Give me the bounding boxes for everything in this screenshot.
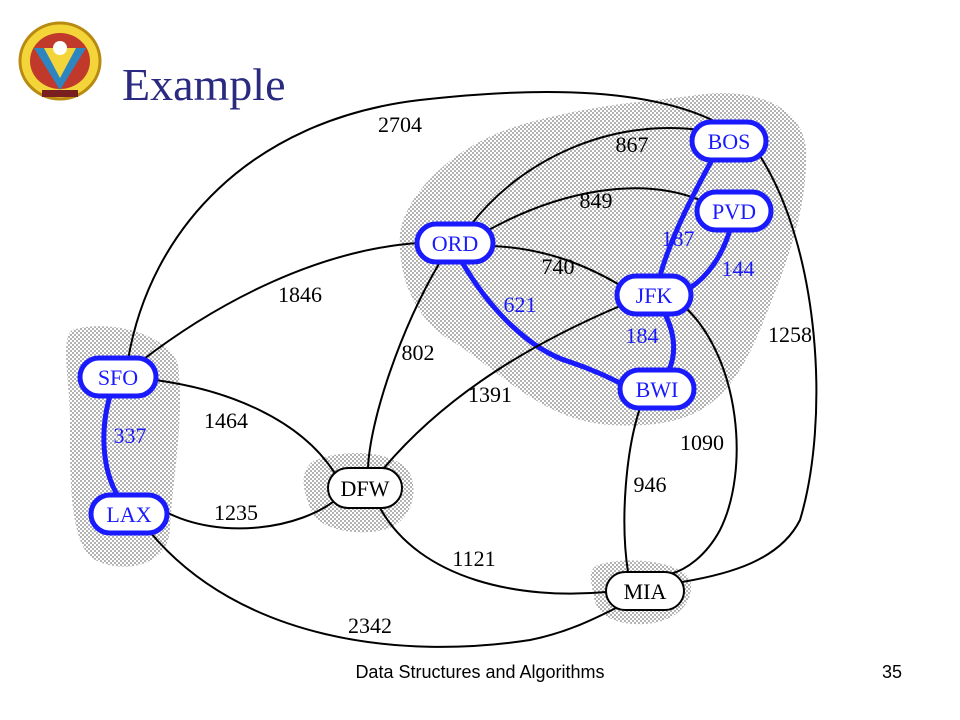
edge-weight-label: 1391 (468, 382, 512, 407)
node-pvd: PVD (694, 189, 774, 233)
node-label: PVD (712, 199, 756, 224)
edge-sfo-lax (101, 393, 121, 499)
node-lax: LAX (88, 492, 170, 536)
institution-logo (18, 21, 102, 101)
edge-weight-label: 2342 (348, 613, 392, 638)
edge-ord-pvd (484, 187, 701, 233)
edge-ord-bwi (459, 259, 625, 387)
node-sfo: SFO (77, 355, 159, 399)
node-shape (694, 189, 774, 233)
slide-footer: Data Structures and Algorithms (355, 662, 605, 682)
edge-sfo-ord (139, 242, 419, 363)
node-label: BWI (636, 377, 679, 402)
edge-weight-label: 1121 (452, 546, 495, 571)
edge-ord-jfk (491, 245, 619, 285)
edge-dfw-mia (379, 507, 607, 595)
edge-bos-jfk (657, 157, 715, 279)
edge-weight-label: 187 (662, 226, 695, 251)
edge-weight-label: 849 (580, 188, 613, 213)
node-label: BOS (708, 129, 751, 154)
edge-weight-label: 184 (626, 323, 659, 348)
edge-bos-mia (681, 155, 818, 583)
node-label: MIA (624, 579, 667, 604)
edge-lax-mia (149, 531, 621, 648)
edge-sfo-bos (127, 91, 721, 361)
node-label: JFK (636, 283, 673, 308)
edge-ord-bos (469, 126, 701, 227)
node-shape (88, 492, 170, 536)
edge-weight-label: 802 (402, 340, 435, 365)
edge-bwi-mia (623, 407, 641, 573)
node-label: SFO (98, 365, 138, 390)
edge-pvd-jfk (687, 227, 733, 291)
edge-weight-label: 1846 (278, 282, 322, 307)
node-label: DFW (341, 476, 390, 501)
node-label: ORD (432, 231, 478, 256)
node-bwi: BWI (617, 367, 697, 411)
edge-weight-label: 337 (114, 423, 147, 448)
node-bos: BOS (689, 119, 769, 163)
node-shape (77, 355, 159, 399)
edge-lax-dfw (165, 497, 339, 530)
edge-sfo-dfw (154, 379, 335, 473)
node-shape (605, 571, 685, 611)
node-shape (614, 273, 694, 317)
edge-weight-label: 1235 (214, 500, 258, 525)
edge-weight-label: 621 (504, 292, 537, 317)
edge-weight-label: 1090 (680, 430, 724, 455)
edge-weight-label: 2704 (378, 112, 422, 137)
edge-weight-label: 1464 (204, 408, 248, 433)
edge-weight-label: 867 (616, 132, 649, 157)
node-shape (689, 119, 769, 163)
edge-weight-label: 946 (634, 472, 667, 497)
edge-weight-label: 740 (542, 254, 575, 279)
node-mia: MIA (605, 571, 685, 611)
edge-weight-label: 1258 (768, 322, 812, 347)
node-shape (414, 221, 496, 265)
edge-ord-dfw (367, 261, 441, 469)
node-label: LAX (106, 502, 151, 527)
edge-jfk-mia (669, 307, 738, 575)
slide-title: Example (122, 59, 286, 110)
node-shape (327, 467, 403, 509)
node-dfw: DFW (327, 467, 403, 509)
node-shape (617, 367, 697, 411)
page-number: 35 (882, 662, 903, 682)
node-jfk: JFK (614, 273, 694, 317)
edge-jfk-dfw (383, 305, 621, 469)
node-ord: ORD (414, 221, 496, 265)
edge-weight-label: 144 (722, 256, 755, 281)
